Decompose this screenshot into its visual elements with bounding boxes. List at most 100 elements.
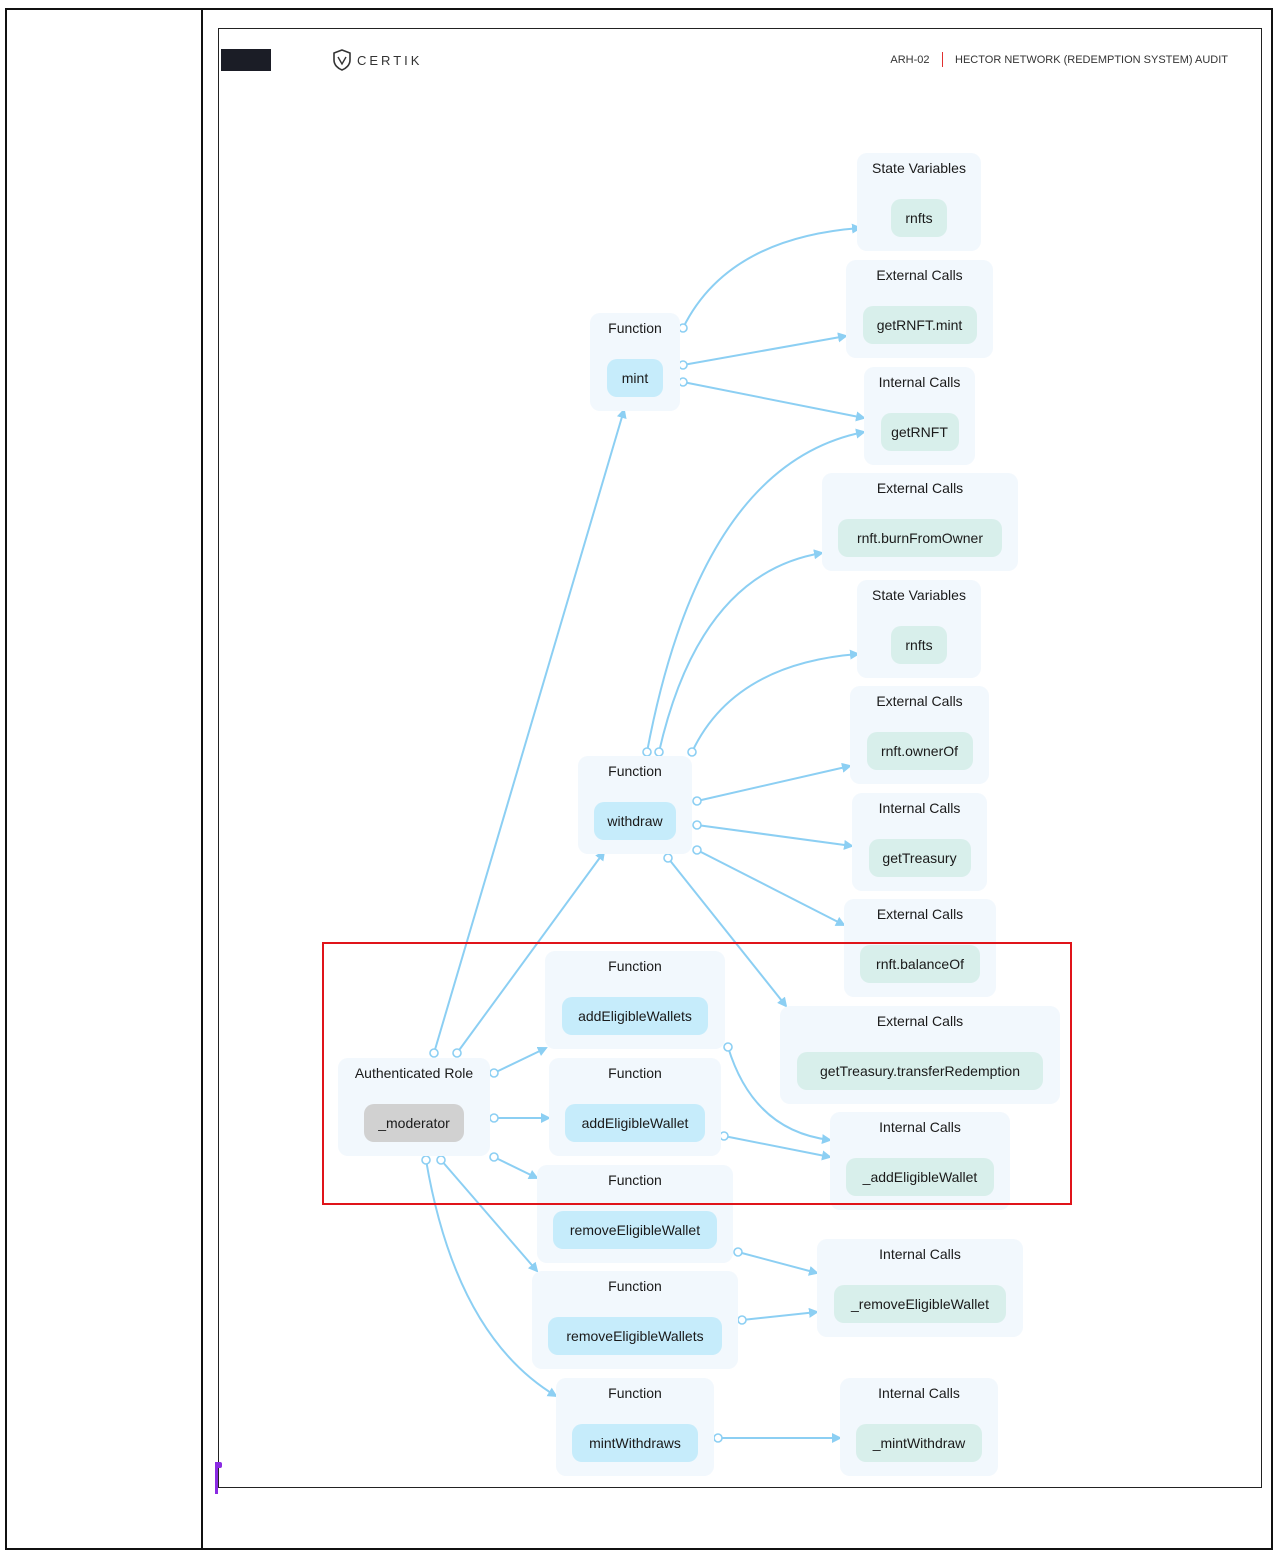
node-chip-ic3[interactable]: _addEligibleWallet	[846, 1158, 994, 1196]
edge-port-role-to-fn-withdraw	[452, 1048, 462, 1058]
node-group-sv2: State Variables rnfts	[857, 580, 981, 678]
edge-fn-withdraw-to-ic2	[696, 824, 854, 850]
node-group-ec5: External Calls getTreasury.transferRedemp…	[780, 1006, 1060, 1104]
edge-role-to-fn-mw	[425, 1159, 558, 1398]
node-chip-ec4[interactable]: rnft.balanceOf	[860, 945, 980, 983]
node-group-label: Internal Calls	[878, 374, 961, 390]
edge-port-fn-withdraw-to-sv2	[687, 747, 697, 757]
node-group-label: State Variables	[872, 587, 966, 603]
edge-port-role-to-fn-mint	[429, 1048, 439, 1058]
edge-port-fn-withdraw-to-ic1	[642, 747, 652, 757]
node-group-ec3: External Calls rnft.ownerOf	[850, 686, 989, 784]
node-group-role: Authenticated Role _moderator	[338, 1058, 490, 1156]
edge-fn-mint-to-sv1	[682, 223, 862, 329]
node-group-label: External Calls	[876, 906, 964, 922]
node-group-label: Function	[608, 320, 662, 336]
edge-fn-withdraw-to-ec4	[696, 849, 846, 926]
node-chip-sv2[interactable]: rnfts	[891, 626, 947, 664]
node-group-label: Function	[608, 763, 662, 779]
node-chip-ic4[interactable]: _removeEligibleWallet	[834, 1285, 1006, 1323]
edge-port-fn-mint-to-sv1	[678, 323, 688, 333]
edge-fn-withdraw-to-ic1	[646, 428, 866, 753]
node-chip-ic5[interactable]: _mintWithdraw	[856, 1424, 982, 1462]
node-group-fn-rew: Function removeEligibleWallet	[537, 1165, 733, 1263]
edge-port-fn-mw-to-ic5	[713, 1433, 723, 1443]
outer-table-frame	[5, 8, 1273, 1550]
edge-port-fn-aew-to-ic3	[719, 1131, 729, 1141]
node-group-fn-rews: Function removeEligibleWallets	[532, 1271, 738, 1369]
node-group-ic1: Internal Calls getRNFT	[864, 367, 975, 465]
node-group-label: Internal Calls	[879, 1246, 961, 1262]
edge-port-fn-withdraw-to-ec4	[692, 845, 702, 855]
node-group-ic3: Internal Calls _addEligibleWallet	[830, 1112, 1010, 1210]
edge-port-role-to-fn-rew	[489, 1152, 499, 1162]
node-group-label: Function	[608, 1172, 662, 1188]
edge-port-role-to-fn-mw	[421, 1155, 431, 1165]
node-group-label: Function	[608, 1385, 662, 1401]
node-group-fn-aews: Function addEligibleWallets	[545, 951, 725, 1049]
node-chip-fn-aews[interactable]: addEligibleWallets	[562, 997, 708, 1035]
node-group-ec2: External Calls rnft.burnFromOwner	[822, 473, 1018, 571]
node-chip-ic2[interactable]: getTreasury	[868, 839, 971, 877]
node-chip-role[interactable]: _moderator	[364, 1104, 464, 1142]
edge-port-fn-aews-to-ic3	[723, 1042, 733, 1052]
node-group-label: External Calls	[876, 693, 963, 709]
edge-port-role-to-fn-aews	[489, 1068, 499, 1078]
table-column-divider	[201, 8, 203, 1550]
text-cursor-marker	[215, 1462, 222, 1494]
edge-port-fn-withdraw-to-ic2	[692, 820, 702, 830]
node-chip-sv1[interactable]: rnfts	[891, 199, 947, 237]
node-group-fn-withdraw: Function withdraw	[578, 756, 692, 854]
logo-text: CERTIK	[357, 52, 423, 68]
edge-fn-rews-to-ic4	[741, 1307, 819, 1321]
node-chip-ec5[interactable]: getTreasury.transferRedemption	[797, 1052, 1043, 1090]
node-chip-fn-withdraw[interactable]: withdraw	[594, 802, 676, 840]
edge-fn-aews-to-ic3	[727, 1046, 832, 1144]
node-group-label: Function	[608, 1278, 662, 1294]
node-chip-ec3[interactable]: rnft.ownerOf	[866, 732, 973, 770]
edge-fn-mint-to-ic1	[682, 381, 866, 422]
node-group-ec1: External Calls getRNFT.mint	[846, 260, 993, 358]
node-group-fn-mint: Function mint	[590, 313, 680, 411]
edge-role-to-fn-rew	[493, 1156, 539, 1179]
node-chip-fn-aew[interactable]: addEligibleWallet	[565, 1104, 705, 1142]
document-header: ARH-02 HECTOR NETWORK (REDEMPTION SYSTEM…	[890, 52, 1228, 67]
edge-port-fn-withdraw-to-ec2	[654, 747, 664, 757]
edge-port-role-to-fn-aew	[489, 1113, 499, 1123]
node-group-ec4: External Calls rnft.balanceOf	[844, 899, 996, 997]
node-chip-fn-mint[interactable]: mint	[607, 359, 663, 397]
edge-fn-withdraw-to-ec5	[667, 857, 788, 1008]
node-chip-ic1[interactable]: getRNFT	[880, 413, 959, 451]
edge-role-to-fn-rews	[440, 1159, 539, 1273]
node-group-ic5: Internal Calls _mintWithdraw	[840, 1378, 998, 1476]
certik-shield-icon	[333, 49, 351, 71]
node-group-label: Internal Calls	[878, 1385, 960, 1401]
node-group-fn-mw: Function mintWithdraws	[556, 1378, 714, 1476]
node-group-label: External Calls	[876, 267, 963, 283]
edge-port-fn-withdraw-to-ec5	[663, 853, 673, 863]
node-group-label: Internal Calls	[879, 1119, 961, 1135]
node-group-label: Authenticated Role	[354, 1065, 474, 1081]
node-chip-ec2[interactable]: rnft.burnFromOwner	[838, 519, 1002, 557]
node-chip-fn-rew[interactable]: removeEligibleWallet	[553, 1211, 717, 1249]
edge-fn-withdraw-to-sv2	[691, 649, 860, 753]
node-chip-ec1[interactable]: getRNFT.mint	[862, 306, 977, 344]
edge-port-fn-mint-to-ec1	[678, 360, 688, 370]
page-corner-tab	[221, 49, 271, 71]
edge-role-to-fn-mint	[433, 408, 627, 1054]
document-page	[218, 28, 1262, 1488]
node-group-label: External Calls	[876, 480, 964, 496]
edge-role-to-fn-aews	[493, 1046, 548, 1074]
edge-role-to-fn-withdraw	[456, 850, 606, 1054]
edge-fn-mint-to-ec1	[682, 332, 848, 366]
node-chip-fn-rews[interactable]: removeEligibleWallets	[548, 1317, 722, 1355]
edge-port-fn-withdraw-to-ec3	[692, 796, 702, 806]
edge-fn-withdraw-to-ec3	[696, 762, 852, 802]
certik-logo: CERTIK	[332, 49, 422, 71]
node-chip-fn-mw[interactable]: mintWithdraws	[572, 1424, 698, 1462]
node-group-label: External Calls	[876, 1013, 964, 1029]
node-group-label: Function	[608, 958, 662, 974]
edge-fn-withdraw-to-ec2	[658, 549, 824, 753]
